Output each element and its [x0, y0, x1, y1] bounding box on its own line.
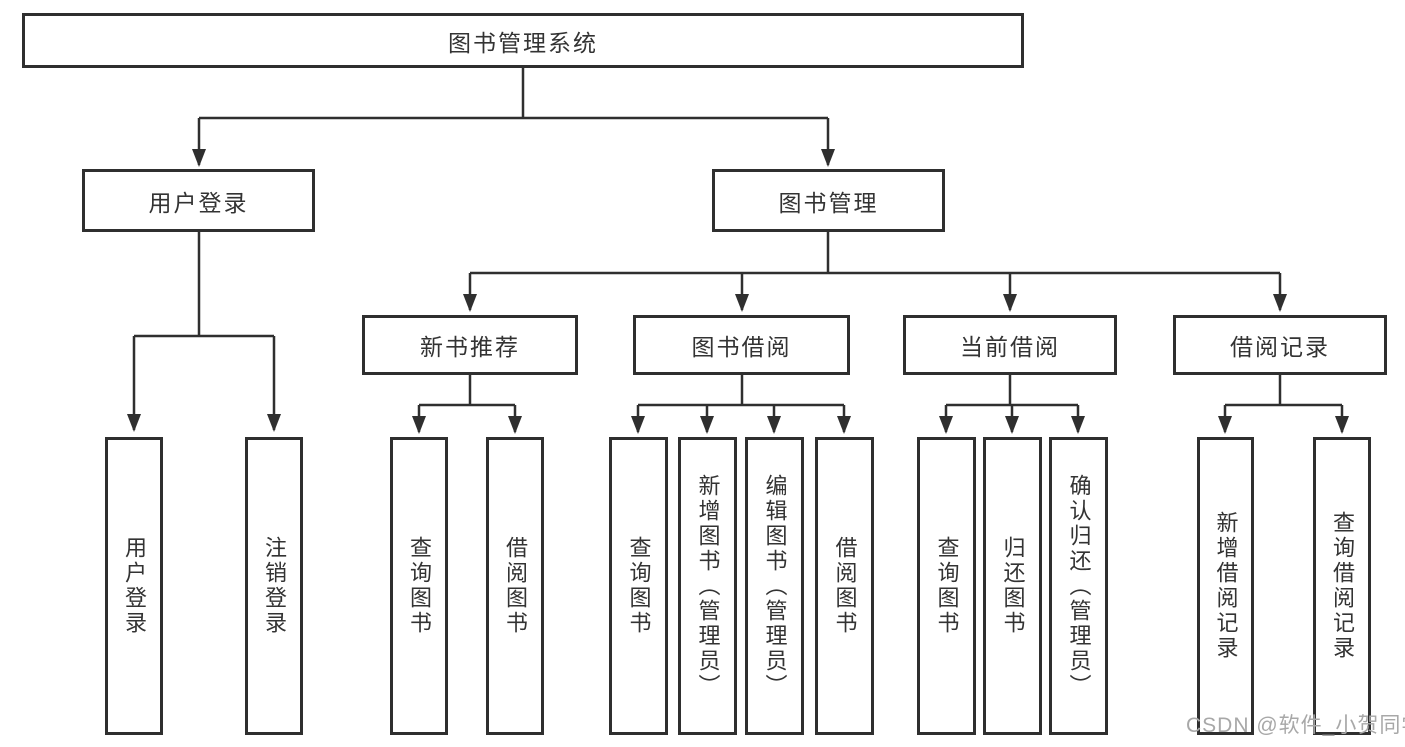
- node-borrowing-records: 借阅记录: [1173, 315, 1387, 375]
- leaf-query-borrow-records-label: 查询借阅记录: [1330, 511, 1355, 661]
- leaf-edit-books-admin: 编辑图书（管理员）: [745, 437, 804, 735]
- leaf-add-books-admin-label: 新增图书（管理员）: [695, 473, 721, 699]
- leaf-confirm-return-admin: 确认归还（管理员）: [1049, 437, 1108, 735]
- node-new-book-recommendation: 新书推荐: [362, 315, 578, 375]
- leaf-logout-label: 注销登录: [262, 536, 287, 636]
- node-current-borrowing: 当前借阅: [903, 315, 1117, 375]
- leaf-return-books: 归还图书: [983, 437, 1042, 735]
- leaf-query-books-2: 查询图书: [609, 437, 668, 735]
- leaf-return-books-label: 归还图书: [1000, 536, 1026, 636]
- node-book-management-label: 图书管理: [778, 189, 879, 216]
- leaf-edit-books-admin-label: 编辑图书（管理员）: [762, 473, 788, 699]
- node-current-borrowing-label: 当前借阅: [960, 334, 1060, 360]
- leaf-logout: 注销登录: [245, 437, 303, 735]
- leaf-add-borrow-record: 新增借阅记录: [1197, 437, 1254, 735]
- leaf-query-books-1: 查询图书: [390, 437, 448, 735]
- leaf-query-books-3: 查询图书: [917, 437, 976, 735]
- node-book-borrowing-label: 图书借阅: [691, 334, 792, 360]
- leaf-borrow-books-2: 借阅图书: [815, 437, 874, 735]
- node-root: 图书管理系统: [22, 13, 1024, 68]
- node-new-book-recommendation-label: 新书推荐: [420, 334, 520, 360]
- node-borrowing-records-label: 借阅记录: [1230, 334, 1330, 360]
- leaf-borrow-books-1-label: 借阅图书: [503, 536, 528, 636]
- watermark: CSDN @软件_小贺同学: [1186, 714, 1405, 737]
- leaf-user-login-label: 用户登录: [122, 536, 147, 636]
- leaf-confirm-return-admin-label: 确认归还（管理员）: [1066, 473, 1092, 699]
- leaf-add-borrow-record-label: 新增借阅记录: [1213, 511, 1239, 661]
- node-user-login-label: 用户登录: [148, 189, 249, 216]
- node-book-borrowing: 图书借阅: [633, 315, 850, 375]
- leaf-query-books-1-label: 查询图书: [407, 536, 432, 636]
- leaf-query-borrow-records: 查询借阅记录: [1313, 437, 1371, 735]
- node-root-label: 图书管理系统: [448, 29, 598, 56]
- node-user-login: 用户登录: [82, 169, 315, 232]
- leaf-query-books-3-label: 查询图书: [934, 536, 960, 636]
- leaf-user-login: 用户登录: [105, 437, 163, 735]
- leaf-borrow-books-1: 借阅图书: [486, 437, 544, 735]
- node-book-management: 图书管理: [712, 169, 945, 232]
- leaf-add-books-admin: 新增图书（管理员）: [678, 437, 737, 735]
- leaf-query-books-2-label: 查询图书: [626, 536, 652, 636]
- leaf-borrow-books-2-label: 借阅图书: [832, 536, 858, 636]
